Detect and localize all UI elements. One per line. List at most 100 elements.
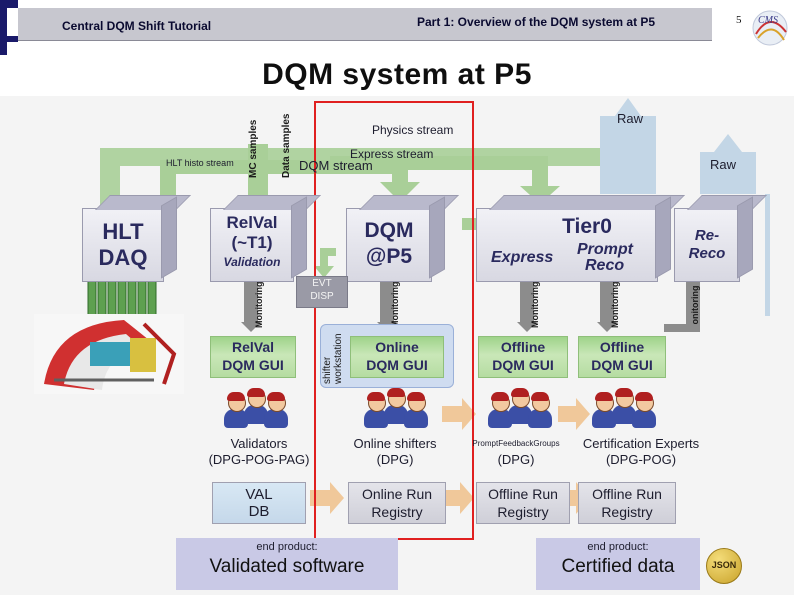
tier0-express-label: Express [491, 249, 554, 266]
offline-run-registry-1: Offline Run Registry [476, 482, 570, 524]
cms-logo: CMS [746, 6, 790, 46]
end-product-2-label: end product: [587, 541, 649, 553]
validators-people-icon [222, 388, 292, 430]
relval-label-2: (~T1) [231, 233, 273, 252]
offline-registry-2-label-2: Registry [601, 504, 653, 520]
end-product-2-value: Certified data [561, 556, 675, 577]
tier0-reco-label: Reco [585, 257, 625, 274]
certification-experts-people-icon [590, 388, 660, 430]
hlt-histo-stream-label: HLT histo stream [166, 158, 234, 168]
header-left-title: Central DQM Shift Tutorial [62, 19, 212, 33]
pfg-role: PromptFeedbackGroups (DPG) [466, 436, 566, 468]
offline-registry-1-label-2: Registry [497, 504, 549, 520]
evt-disp-node: EVT DISP [296, 276, 348, 308]
raw-top-label: Raw [617, 111, 644, 126]
offline-registry-2-label-1: Offline Run [592, 486, 662, 502]
relval-label-3: Validation [223, 255, 281, 269]
end-product-1-label: end product: [256, 541, 318, 553]
online-shifters-role: Online shifters (DPG) [336, 436, 454, 468]
online-shifters-role-groups: (DPG) [376, 452, 414, 467]
online-dqm-gui: Online DQM GUI [350, 336, 444, 378]
json-badge-icon: JSON [706, 548, 742, 584]
online-shifters-role-name: Online shifters [353, 436, 437, 451]
shifter-workstation-label: shifter workstation [322, 333, 344, 384]
monitoring-arrow-prompt [597, 322, 617, 332]
tier0-label: Tier0 [562, 215, 612, 238]
dqm-p5-node: DQM @P5 [346, 195, 459, 282]
page-number: 5 [736, 14, 742, 26]
online-gui-label-1: Online [375, 339, 419, 355]
relval-gui-label-2: DQM GUI [222, 357, 284, 373]
corner-logo-icon [0, 0, 18, 55]
relval-label-1: RelVal [226, 213, 278, 232]
rereco-label-1: Re- [694, 227, 720, 244]
online-registry-label-2: Registry [371, 504, 423, 520]
offline-gui-2-label-2: DQM GUI [591, 357, 653, 373]
online-registry-label-1: Online Run [361, 486, 433, 502]
monitoring-arrow-relval [241, 322, 261, 332]
monitoring-arrow-express [517, 322, 537, 332]
online-gui-label-2: DQM GUI [366, 357, 428, 373]
header-band [18, 8, 712, 41]
raw-mid-label: Raw [710, 157, 737, 172]
offline-gui-1-label-2: DQM GUI [492, 357, 554, 373]
rereco-monitoring-elbow [664, 324, 700, 332]
validators-role: Validators (DPG-POG-PAG) [196, 436, 322, 468]
physics-stream-label: Physics stream [372, 123, 454, 137]
dqm-diagram: Physics stream Express stream DQM stream… [0, 96, 794, 595]
monitoring-bar-rereco [686, 282, 700, 332]
monitoring-bar-dqm [380, 282, 394, 322]
hlt-daq-node: HLT DAQ [82, 195, 191, 282]
evt-disp-label-2: DISP [310, 291, 334, 302]
pfg-role-name: PromptFeedbackGroups [472, 439, 560, 448]
tier0-prompt-label: Prompt [577, 241, 633, 258]
hlt-daq-label-2: DAQ [98, 245, 148, 270]
val-db-label-2: DB [248, 503, 270, 520]
monitoring-label-prompt: Monitoring [610, 281, 620, 329]
relval-dqm-gui: RelVal DQM GUI [210, 336, 296, 378]
monitoring-bar-relval [244, 282, 258, 322]
monitoring-label-dqm: Monitoring [390, 281, 400, 329]
hlt-daq-label-1: HLT [102, 219, 144, 244]
dqm-label-1: DQM [364, 219, 414, 242]
online-run-registry: Online Run Registry [348, 482, 446, 524]
express-stream-label: Express stream [350, 147, 434, 161]
certification-experts-role-groups: (DPG-POG) [605, 452, 677, 467]
rereco-node: Re- Reco [674, 195, 767, 282]
end-product-certified-data: end product: Certified data [536, 538, 700, 590]
offline-gui-2-label-1: Offline [599, 339, 645, 355]
tier0-node: Tier0 Express Prompt Reco [476, 195, 685, 282]
mc-samples-label: MC samples [248, 119, 259, 178]
certification-experts-role-name: Certification Experts [582, 436, 700, 451]
slide-title: DQM system at P5 [262, 58, 532, 91]
evt-disp-label-1: EVT [312, 278, 332, 289]
offline-gui-1-label-1: Offline [500, 339, 546, 355]
dqm-stream-label: DQM stream [299, 158, 373, 173]
offline-dqm-gui-prompt: Offline DQM GUI [578, 336, 666, 378]
validators-role-groups: (DPG-POG-PAG) [208, 452, 310, 467]
slide-header: Central DQM Shift Tutorial Part 1: Overv… [0, 0, 794, 55]
online-shifters-people-icon [362, 388, 432, 430]
monitoring-bar-prompt [600, 282, 614, 322]
json-badge-text: JSON [711, 560, 737, 570]
offline-dqm-gui-express: Offline DQM GUI [478, 336, 568, 378]
monitoring-label-express: Monitoring [530, 281, 540, 329]
dqm-label-2: @P5 [365, 245, 413, 268]
monitoring-label-relval: Monitoring [254, 281, 264, 329]
monitoring-bar-express [520, 282, 534, 322]
validators-role-name: Validators [230, 436, 288, 451]
rereco-label-2: Reco [688, 245, 726, 262]
end-product-validated-software: end product: Validated software [176, 538, 398, 590]
relval-gui-label-1: RelVal [231, 339, 275, 355]
offline-registry-1-label-1: Offline Run [488, 486, 558, 502]
pfg-role-groups: (DPG) [497, 452, 535, 467]
cms-logo-text: CMS [758, 15, 778, 26]
header-center-title: Part 1: Overview of the DQM system at P5 [417, 15, 656, 29]
data-samples-label: Data samples [281, 113, 292, 178]
val-db-box: VAL DB [212, 482, 306, 524]
relval-node: RelVal (~T1) Validation [210, 195, 321, 282]
val-db-label-1: VAL [245, 486, 273, 503]
end-product-1-value: Validated software [209, 556, 365, 577]
pfg-people-icon [486, 388, 556, 430]
